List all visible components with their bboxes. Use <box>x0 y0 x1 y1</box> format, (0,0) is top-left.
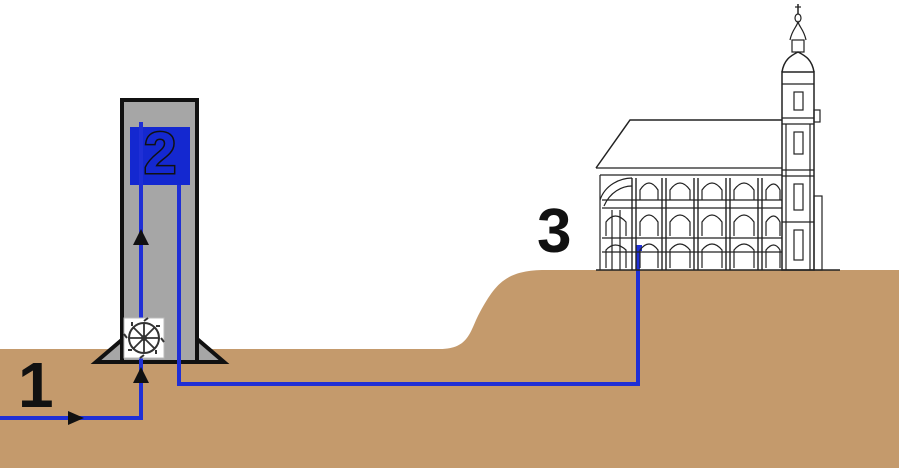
water-wheel-icon <box>123 317 165 359</box>
label-1: 1 <box>18 349 54 421</box>
outlet-fixture <box>636 245 642 251</box>
flow-arrow-icon <box>68 411 84 425</box>
ground <box>0 270 899 468</box>
water-tower <box>90 98 230 364</box>
flow-arrow-icon <box>133 229 149 245</box>
church-icon <box>595 4 840 271</box>
label-3: 3 <box>537 197 571 266</box>
flow-arrows <box>68 229 149 425</box>
supply-pipe <box>177 185 640 386</box>
flow-arrow-icon <box>133 367 149 383</box>
label-2: 2 <box>144 121 176 186</box>
